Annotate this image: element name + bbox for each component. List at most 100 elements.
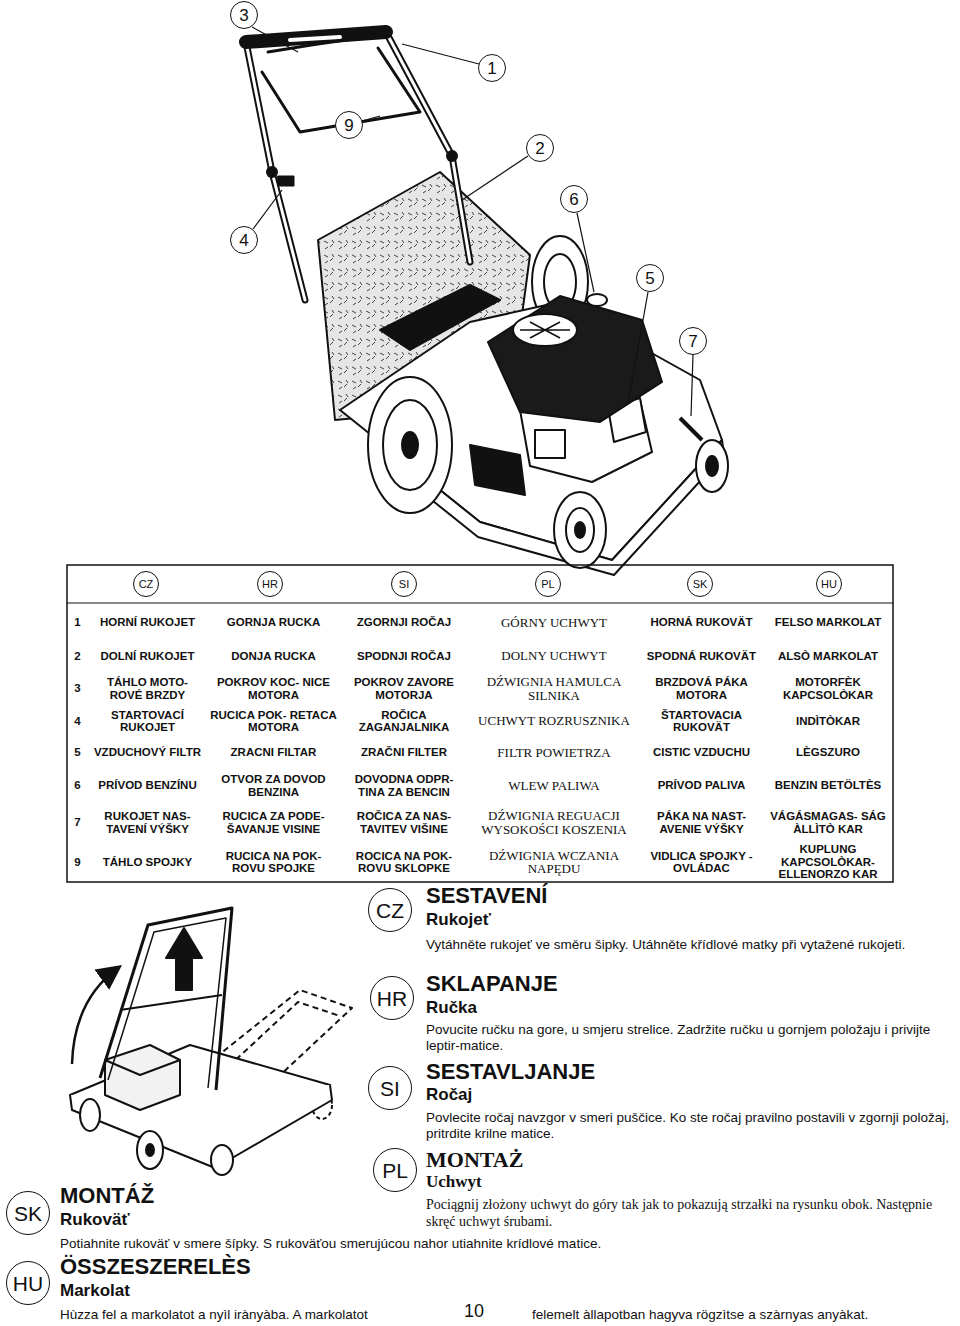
assembly-illustration (137, 1131, 163, 1169)
table-cell: DOLNY UCHWYT (470, 640, 638, 672)
badge-text: 6 (569, 191, 578, 208)
table-cell: VZDUCHOVÝ FILTR (90, 737, 205, 768)
table-cell: DONJA RUCKA (209, 640, 338, 672)
section-heading: SESTAVENÍ (426, 884, 826, 908)
section-heading: ÖSSZESZERELÈS (60, 1255, 380, 1279)
language-badge: SK (6, 1191, 50, 1235)
mower-handle (446, 150, 458, 162)
mower-handle (246, 32, 470, 300)
row-number: 2 (69, 640, 86, 672)
leader-line (402, 44, 479, 64)
mower-illustration (470, 445, 525, 495)
table-cell: HORNÍ RUKOJET (90, 605, 205, 640)
badge-text: PL (382, 1160, 408, 1181)
table-cell: HORNÁ RUKOVÄT (642, 605, 761, 640)
badge-text: 3 (239, 7, 248, 24)
mower-illustration (535, 430, 565, 458)
mower-handle (246, 32, 386, 42)
mower-illustration (554, 492, 606, 568)
callout-number: 6 (560, 185, 588, 213)
leader-line (253, 190, 282, 229)
section-body: felemelt àllapotban hagyva rögzìtse a sz… (532, 1307, 957, 1323)
badge-text: CZ (376, 900, 404, 921)
leader-line (577, 213, 594, 292)
table-cell: TÁHLO MOTO- ROVÉ BRZDY (90, 672, 205, 705)
language-badge: PL (373, 1148, 417, 1192)
leader-line (252, 27, 693, 416)
table-cell: FELSO MARKOLAT (765, 605, 891, 640)
mower-illustration (318, 172, 728, 575)
section-body: Povucite ručku na gore, u smjeru strelic… (426, 1022, 954, 1054)
mower-handle (246, 32, 470, 300)
assembly-illustration (211, 1145, 233, 1175)
assembly-illustration (100, 908, 232, 1090)
assembly-illustration (108, 918, 226, 1088)
table-cell: ROČICA ZA NAS- TAVITEV VIŠINE (342, 803, 466, 842)
table-cell: RUCICA NA POK- ROVU SPOJKE (209, 842, 338, 882)
table-cell: ŠTARTOVACIA RUKOVÄT (642, 705, 761, 737)
section-subheading: Ročaj (426, 1086, 726, 1105)
parts-table (67, 565, 893, 882)
language-badge: SK (687, 571, 713, 597)
page-number: 10 (464, 1302, 494, 1322)
badge-text: SK (693, 579, 708, 590)
table-cell: RUKOJET NAS- TAVENÍ VÝŠKY (90, 803, 205, 842)
table-cell: SPODNÁ RUKOVÄT (642, 640, 761, 672)
table-cell: GORNJA RUCKA (209, 605, 338, 640)
mower-illustration (706, 456, 718, 476)
mower-illustration (566, 508, 594, 552)
mower-illustration (575, 522, 585, 538)
row-number: 9 (69, 842, 86, 882)
badge-text: SI (399, 579, 409, 590)
table-cell: DŹWIGNIA REGUACJI WYSOKOŚCI KOSZENIA (470, 803, 638, 842)
table-cell: LÈGSZURO (765, 737, 891, 768)
language-badge: CZ (133, 571, 159, 597)
table-cell: RUCICA ZA PODE- ŠAVANJE VISINE (209, 803, 338, 842)
table-cell: ALSÒ MARKOLAT (765, 640, 891, 672)
badge-text: HR (377, 988, 407, 1009)
badge-text: 4 (239, 232, 248, 249)
callout-number: 1 (478, 54, 506, 82)
table-cell: PRÍVOD BENZÍNU (90, 768, 205, 803)
table-cell: ZRAČNI FILTER (342, 737, 466, 768)
language-badge: PL (535, 571, 561, 597)
section-subheading: Markolat (60, 1282, 360, 1301)
table-cell: DŹWIGNIA HAMULCA SILNIKA (470, 672, 638, 705)
table-cell: CISTIC VZDUCHU (642, 737, 761, 768)
language-badge: HU (6, 1261, 50, 1305)
section-body: Potiahnite rukoväť v smere šípky. S ruko… (60, 1236, 780, 1252)
section-subheading: Uchwyt (426, 1173, 726, 1192)
table-cell: GÓRNY UCHWYT (470, 605, 638, 640)
assembly-illustration (146, 1144, 154, 1156)
row-number: 7 (69, 803, 86, 842)
badge-text: HU (821, 579, 837, 590)
badge-text: HU (13, 1273, 43, 1294)
badge-text: SK (14, 1203, 42, 1224)
table-cell: VIDLICA SPOJKY - OVLÁDAC (642, 842, 761, 882)
table-cell: INDÌTÒKAR (765, 705, 891, 737)
table-cell: POKROV KOC- NICE MOTORA (209, 672, 338, 705)
callout-number: 4 (230, 226, 258, 254)
mower-illustration (340, 302, 722, 560)
leader-line (628, 292, 648, 404)
mower-handle (266, 166, 278, 178)
section-subheading: Rukojeť (426, 911, 726, 930)
mower-illustration (513, 314, 577, 346)
table-cell: DŹWIGNIA WCZANIA NAPĘDU (470, 842, 638, 882)
parts-table (67, 603, 893, 604)
mower-handle (246, 32, 470, 300)
mower-illustration (402, 432, 418, 458)
table-cell: DOLNÍ RUKOJET (90, 640, 205, 672)
section-heading: SESTAVLJANJE (426, 1060, 826, 1084)
mower-illustration (680, 418, 702, 440)
callout-number: 7 (679, 327, 707, 355)
mower-illustration (368, 377, 452, 513)
badge-text: 9 (344, 117, 353, 134)
table-cell: PÁKA NA NAST- AVENIE VÝŠKY (642, 803, 761, 842)
table-cell: UCHWYT ROZRUSZNIKA (470, 705, 638, 737)
section-subheading: Rukoväť (60, 1211, 360, 1230)
table-cell: ROCICA NA POK- ROVU SKLOPKE (342, 842, 466, 882)
badge-text: 2 (535, 140, 544, 157)
language-badge: HR (370, 976, 414, 1020)
assembly-illustration (80, 1099, 100, 1131)
